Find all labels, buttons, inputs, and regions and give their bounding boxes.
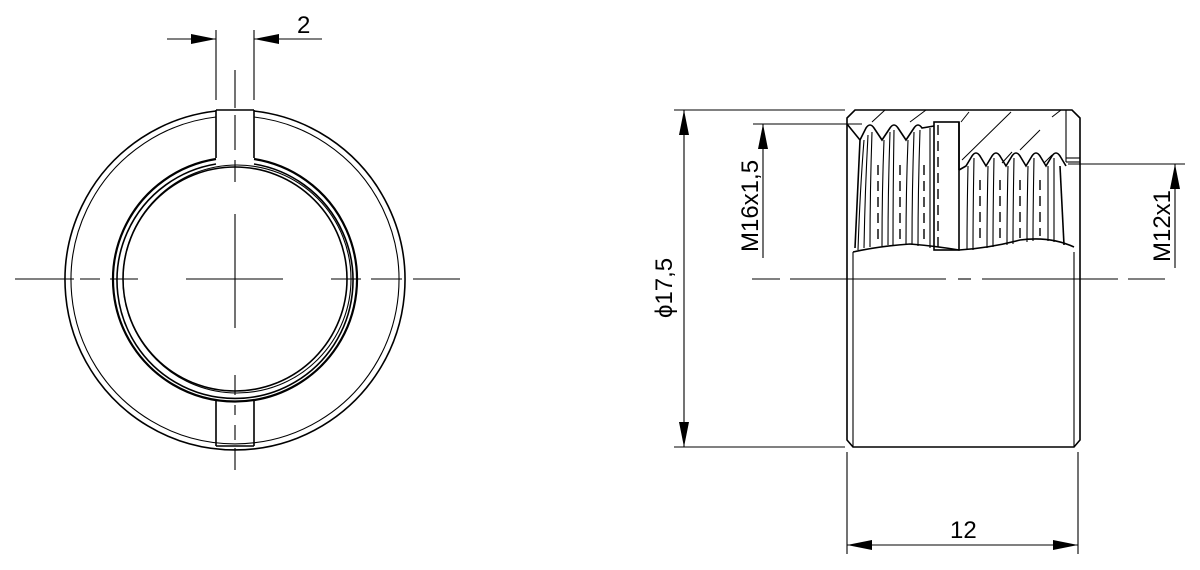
- relief-groove: [933, 121, 960, 251]
- dimension-slot-width: 2: [167, 12, 322, 100]
- dimension-length: 12: [846, 452, 1079, 554]
- slot-width-label: 2: [297, 12, 310, 39]
- front-view: 2: [15, 12, 460, 470]
- dimension-thread-m12: M12x1: [1068, 163, 1185, 268]
- thread-texture: [857, 125, 1065, 251]
- thread-profile-m12: [958, 152, 1067, 171]
- outer-diameter-label: ϕ17,5: [651, 258, 678, 318]
- break-line: [852, 238, 1075, 253]
- section-hatching: [871, 109, 1062, 164]
- thread-major-circle: [111, 157, 359, 403]
- thread-m16-label: M16x1,5: [737, 160, 764, 252]
- dimension-outer-diameter: ϕ17,5: [651, 109, 845, 448]
- thread-profile-m16: [859, 124, 935, 142]
- thread-m12-label: M12x1: [1149, 190, 1176, 262]
- side-view: ϕ17,5 M16x1,5 M12x1 12: [651, 109, 1185, 554]
- outer-circle: [64, 110, 406, 451]
- dimension-thread-m16: M16x1,5: [737, 123, 862, 258]
- length-label: 12: [950, 517, 977, 544]
